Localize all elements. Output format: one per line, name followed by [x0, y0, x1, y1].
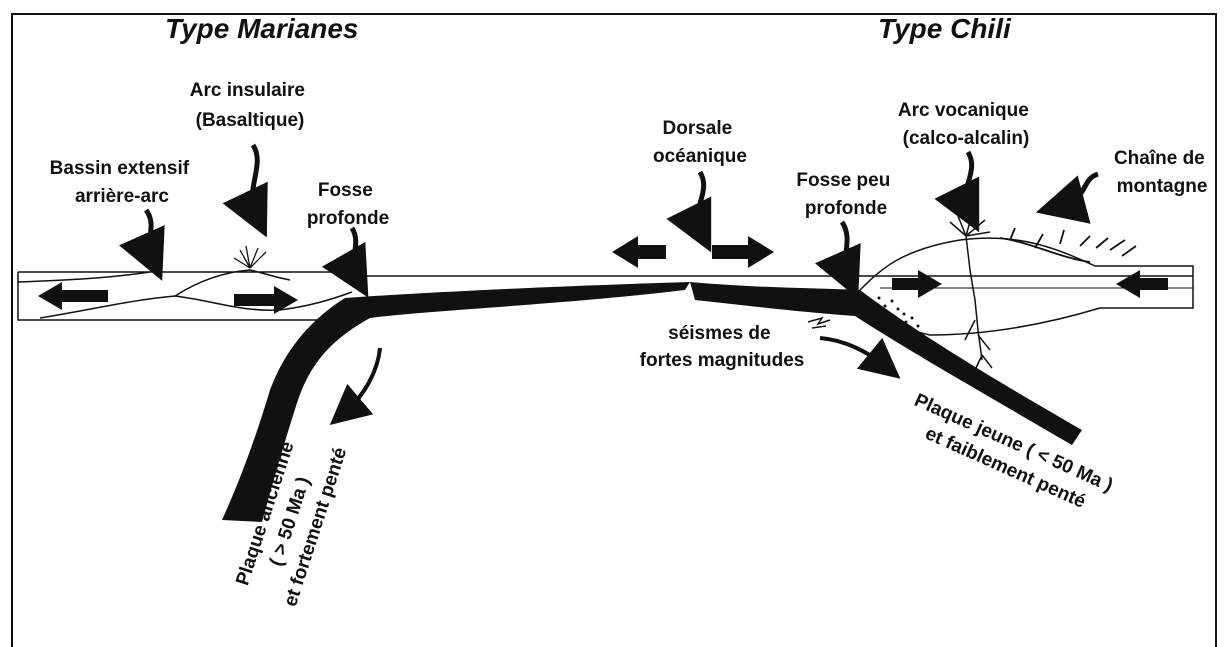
pointer-arrow-arc-volcanique — [965, 152, 971, 210]
title-type-chili: Type Chili — [878, 13, 1012, 44]
label-fosse-profonde: Fosse profonde — [307, 180, 389, 229]
ridge-arrow-left — [612, 236, 666, 268]
pointer-arrow-bassin — [146, 210, 152, 258]
volcanic-arc-roots — [950, 214, 992, 368]
label-fosse-peu-profonde: Fosse peu profonde — [796, 170, 895, 219]
earthquake-squiggle — [808, 318, 830, 328]
label-plaque-jeune: Plaque jeune ( < 50 Ma ) et faiblement p… — [901, 390, 1121, 522]
pointer-arrow-island-arc — [252, 145, 257, 215]
back-arc-extension-arrow — [38, 282, 108, 310]
chili-slab-motion-arrow — [820, 338, 885, 366]
pointer-arrow-chaine — [1060, 174, 1098, 206]
chili-convergence-arrow-left — [1116, 270, 1168, 298]
label-arc-insulaire: Arc insulaire (Basaltique) — [190, 80, 310, 131]
label-seismes: séismes de fortes magnitudes — [640, 323, 805, 371]
pointer-arrow-fosse-profonde — [352, 228, 356, 276]
ridge-arrow-right — [712, 236, 774, 268]
marianes-slab-motion-arrow — [345, 348, 380, 412]
mountain-thrust-lines — [1000, 228, 1136, 262]
label-chaine-de-montagne: Chaîne de montagne — [1114, 148, 1210, 197]
chili-convergence-arrow-right — [892, 270, 942, 298]
label-bassin-extensif: Bassin extensif arrière-arc — [50, 158, 195, 207]
pointer-arrow-fosse-peu-profonde — [842, 222, 848, 276]
frame-border — [12, 14, 1216, 647]
label-arc-volcanique: Arc vocanique (calco-alcalin) — [898, 100, 1034, 149]
pointer-arrow-dorsale — [697, 172, 703, 230]
island-arc-roots — [234, 246, 266, 268]
label-dorsale-oceanique: Dorsale océanique — [653, 118, 747, 167]
title-type-marianes: Type Marianes — [165, 13, 358, 44]
